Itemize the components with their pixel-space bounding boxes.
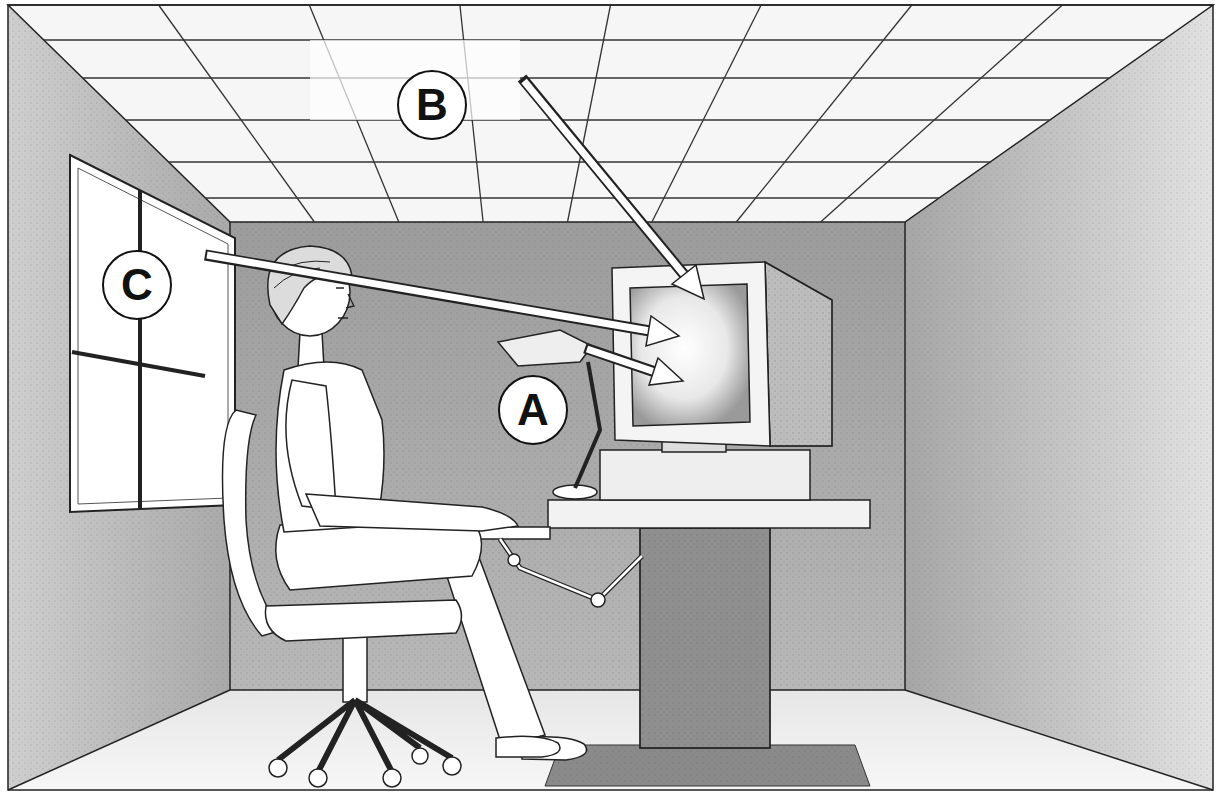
window [138,190,142,508]
room [230,222,905,690]
chair [269,759,287,777]
floor-mat [545,745,870,786]
computer [765,262,832,446]
window [78,168,228,504]
glare-arrows [646,316,679,346]
chair [278,700,452,772]
seated-person [496,736,560,757]
desk [500,539,642,600]
ceiling-grid [568,5,611,222]
ceiling-grid [159,5,315,222]
room-edges [230,689,905,691]
desk [500,539,642,600]
seated-person [265,600,461,641]
computer [600,262,832,500]
room-edges [8,5,1213,790]
room-edges [904,222,906,690]
glare-arrows [649,358,683,385]
glare-arrows [205,255,650,331]
ceiling-grid [44,5,1164,222]
computer [612,262,770,446]
chair [383,769,401,787]
desk [640,528,770,748]
desk [640,528,770,748]
seated-person [440,555,545,746]
computer [765,262,832,446]
callout-letter: A [517,388,549,432]
seated-person [306,494,518,531]
glare-arrows [522,78,686,277]
seated-person [336,288,354,318]
room-edges [8,690,230,790]
computer [630,284,750,426]
desk [508,554,520,566]
room [8,5,1213,790]
glare-arrows [524,81,686,277]
computer [600,450,810,500]
seated-person [265,246,586,760]
floor-mat [545,745,870,786]
room-edges [8,5,1213,790]
glare-arrows [585,348,655,372]
glare-arrows [207,255,650,331]
callout-circle: A [498,375,568,445]
chair [309,769,327,787]
callout-circle: B [397,70,467,140]
seated-person [286,380,336,510]
ceiling-grid [821,5,1063,222]
callout-circle: C [102,250,172,320]
callout-letter: C [121,263,153,307]
ceiling-grid [736,5,912,222]
callout-letter: B [416,83,448,127]
glare-arrows [587,349,655,372]
seated-person [268,246,352,324]
floor-mat [545,745,870,786]
desk [548,500,870,528]
ceiling-grid [652,5,761,222]
chair [443,757,461,775]
room [230,222,905,690]
desk-lamp [575,362,600,488]
chair [412,748,428,764]
desk [420,500,870,748]
window [70,155,235,512]
window [70,155,235,512]
window [72,352,205,376]
room-edges [905,690,1213,790]
glare-arrows [672,265,704,299]
chair [343,636,367,702]
desk-lamp [498,330,600,499]
desk [591,593,605,607]
desk-lamp [498,330,592,366]
chair [223,410,283,636]
